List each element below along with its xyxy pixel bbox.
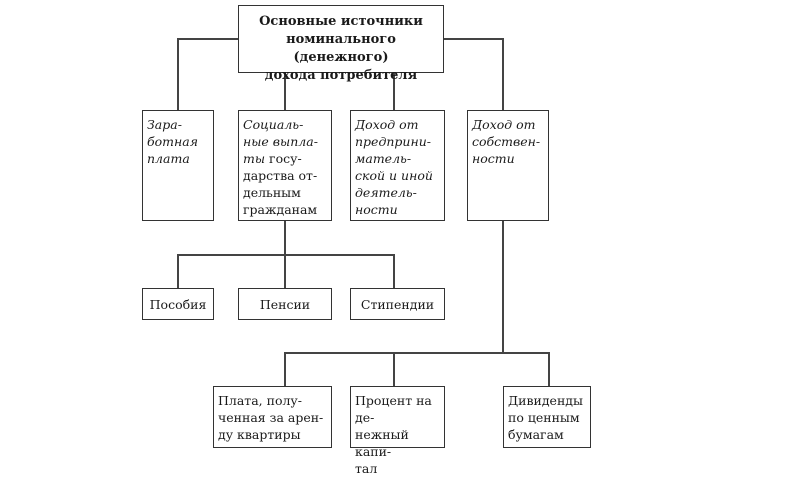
connector (177, 254, 394, 256)
connector (284, 352, 286, 386)
connector (177, 254, 179, 288)
connector (284, 220, 286, 254)
source-wages: Зара- ботная плата (142, 110, 214, 221)
connector (177, 38, 179, 110)
connector (393, 72, 395, 110)
node-scholarships: Стипендии (350, 288, 445, 320)
connector (443, 38, 503, 40)
connector (284, 254, 286, 288)
social-payments-italic: Социаль- ные выпла- ты (243, 117, 318, 166)
social-payments-rest: госу- дарства от- дельным гражданам (243, 151, 318, 217)
connector (393, 352, 395, 386)
root-node: Основные источники номинального (денежно… (238, 5, 444, 83)
source-business: Доход от предприни- матель- ской и иной … (350, 110, 445, 221)
source-social-payments: Социаль- ные выпла- ты госу- дарства от-… (238, 110, 332, 221)
node-benefits: Пособия (142, 288, 214, 320)
source-property: Доход от собствен- ности (467, 110, 549, 221)
connector (393, 254, 395, 288)
node-dividends: Дивиденды по ценным бумагам (503, 386, 591, 448)
node-pensions: Пенсии (238, 288, 332, 320)
connector (177, 38, 239, 40)
connector (284, 72, 286, 110)
connector (548, 352, 550, 386)
node-rent: Плата, полу- ченная за арен- ду квартиры (213, 386, 332, 448)
connector (284, 352, 549, 354)
connector (502, 220, 504, 352)
node-interest: Процент на де- нежный капи- тал (350, 386, 445, 476)
connector (502, 38, 504, 110)
